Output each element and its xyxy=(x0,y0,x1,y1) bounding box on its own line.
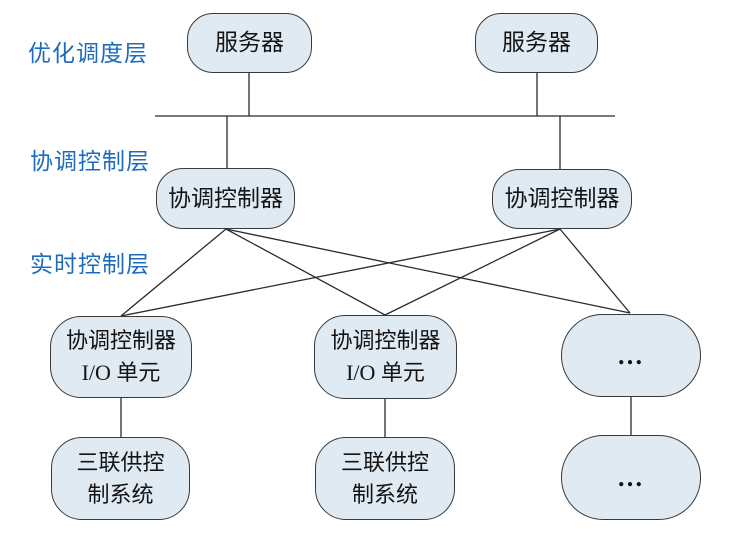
node-io-unit-1: 协调控制器 I/O 单元 xyxy=(50,316,192,398)
node-server-1-label: 服务器 xyxy=(215,30,284,55)
link-coord2-io2 xyxy=(384,228,561,316)
node-io-unit-2-line2: I/O 单元 xyxy=(346,360,425,385)
link-coord1-io2 xyxy=(225,228,386,316)
node-trigen-system-1-line1: 三联供控 xyxy=(76,449,165,475)
node-coordinator-1: 协调控制器 xyxy=(156,168,295,229)
node-coordinator-1-label: 协调控制器 xyxy=(168,185,283,211)
link-coord1-io1 xyxy=(120,228,227,317)
node-trigen-system-2-line2: 制系统 xyxy=(351,481,418,507)
node-io-unit-2: 协调控制器 I/O 单元 xyxy=(314,315,457,399)
node-server-1: 服务器 xyxy=(187,13,312,73)
link-coord2-io1 xyxy=(120,228,561,317)
node-ellipsis-trigen: … xyxy=(561,435,701,520)
node-trigen-system-1-line2: 制系统 xyxy=(87,481,154,507)
node-coordinator-2: 协调控制器 xyxy=(492,169,632,229)
layer-label-optimization: 优化调度层 xyxy=(28,41,148,66)
node-trigen-system-1: 三联供控 制系统 xyxy=(51,437,190,520)
node-io-unit-1-line1: 协调控制器 xyxy=(65,328,176,353)
node-ellipsis-io-label: … xyxy=(617,340,645,370)
link-coord1-dots xyxy=(225,228,631,314)
node-trigen-system-2-line1: 三联供控 xyxy=(340,449,429,475)
layer-label-realtime: 实时控制层 xyxy=(30,252,150,277)
node-server-2-label: 服务器 xyxy=(502,30,571,55)
node-ellipsis-trigen-label: … xyxy=(617,462,645,492)
layer-label-coordination: 协调控制层 xyxy=(30,149,150,174)
node-server-2: 服务器 xyxy=(475,13,598,73)
node-ellipsis-io: … xyxy=(561,314,701,397)
node-io-unit-2-line1: 协调控制器 xyxy=(330,328,441,353)
node-trigen-system-2: 三联供控 制系统 xyxy=(315,437,455,520)
link-coord2-dots xyxy=(559,228,631,314)
node-io-unit-1-line2: I/O 单元 xyxy=(81,360,161,385)
node-coordinator-2-label: 协调控制器 xyxy=(504,186,620,211)
